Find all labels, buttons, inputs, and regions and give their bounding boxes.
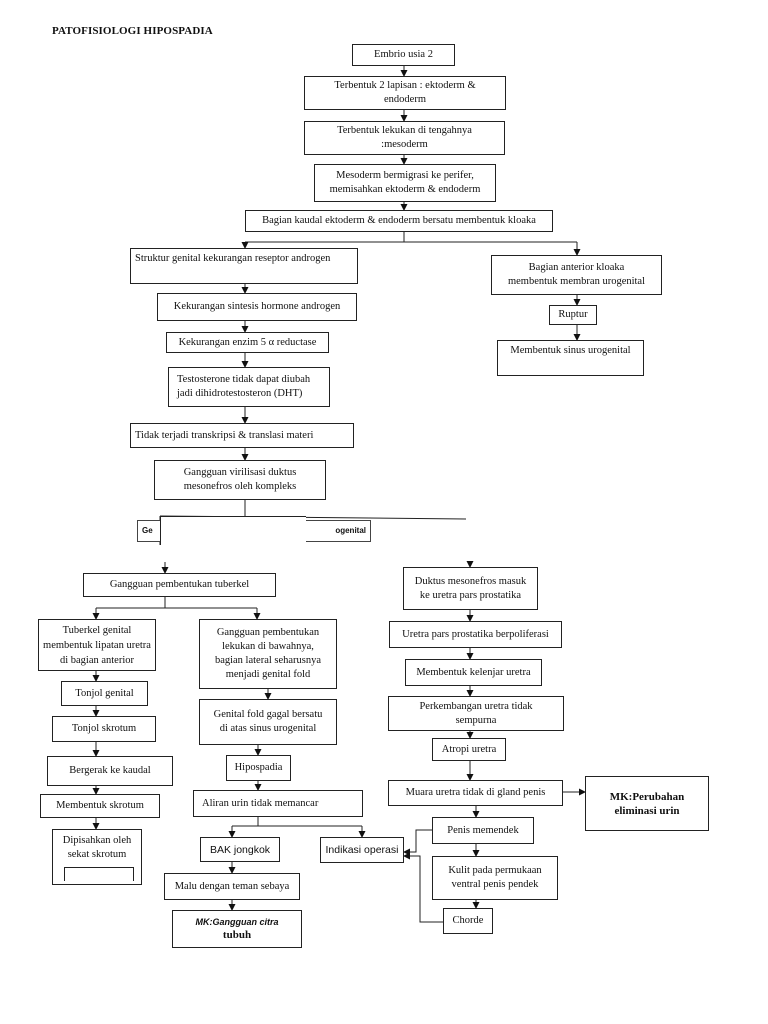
node-mesoderm: Mesoderm bermigrasi ke perifer, memisahk…	[314, 164, 496, 202]
overlay-frame	[160, 516, 306, 545]
node-kloaka: Bagian kaudal ektoderm & endoderm bersat…	[245, 210, 553, 232]
node-lapisan: Terbentuk 2 lapisan : ektoderm & endoder…	[304, 76, 506, 110]
node-transkripsi: Tidak terjadi transkripsi & translasi ma…	[130, 423, 354, 448]
arrow-memendek-operasi	[403, 829, 432, 856]
cut-off-left-text: Ge	[142, 526, 153, 535]
node-anterior: Bagian anterior kloaka membentuk membran…	[491, 255, 662, 295]
node-mk-citra: MK:Gangguan citra tubuh	[172, 910, 302, 948]
node-memendek: Penis memendek	[432, 817, 534, 844]
node-mk-eliminasi: MK:Perubahan eliminasi urin	[585, 776, 709, 831]
node-aliran: Aliran urin tidak memancar	[193, 790, 363, 817]
node-perkembangan: Perkembangan uretra tidak sempurna	[388, 696, 564, 731]
node-kulit: Kulit pada permukaan ventral penis pende…	[432, 856, 558, 900]
node-operasi: Indikasi operasi	[320, 837, 404, 863]
node-duktus: Duktus mesonefros masuk ke uretra pars p…	[403, 567, 538, 610]
node-tuberkel: Gangguan pembentukan tuberkel	[83, 573, 276, 597]
node-muara: Muara uretra tidak di gland penis	[388, 780, 563, 806]
node-tonjol-genital: Tonjol genital	[61, 681, 148, 706]
node-dipisahkan: Dipisahkan oleh sekat skrotum	[52, 829, 142, 885]
node-sintesis: Kekurangan sintesis hormone androgen	[157, 293, 357, 321]
node-hipospadia: Hipospadia	[226, 755, 291, 781]
node-testo: Testosterone tidak dapat diubah jadi dih…	[168, 367, 330, 407]
node-kelenjar: Membentuk kelenjar uretra	[405, 659, 542, 686]
arrow-chorde-operasi	[403, 852, 443, 923]
node-tonjol-skrotum: Tonjol skrotum	[52, 716, 156, 742]
node-struktur: Struktur genital kekurangan reseptor and…	[130, 248, 358, 284]
node-virilisasi: Gangguan virilisasi duktus mesonefros ol…	[154, 460, 326, 500]
node-ruptur: Ruptur	[549, 305, 597, 325]
node-malu: Malu dengan teman sebaya	[164, 873, 300, 900]
dipisahkan-text: Dipisahkan oleh sekat skrotum	[62, 835, 132, 860]
node-skrotum: Membentuk skrotum	[40, 794, 160, 818]
page-title: PATOFISIOLOGI HIPOSPADIA	[52, 25, 213, 37]
node-lipatan: Tuberkel genital membentuk lipatan uretr…	[38, 619, 156, 671]
node-chorde: Chorde	[443, 908, 493, 934]
node-kaudal: Bergerak ke kaudal	[47, 756, 173, 786]
inner-stub-box	[64, 867, 134, 881]
node-embrio: Embrio usia 2	[352, 44, 455, 66]
node-lekukan: Terbentuk lekukan di tengahnya :mesoderm	[304, 121, 505, 155]
node-atropi: Atropi uretra	[432, 738, 506, 761]
mk-citra-line2: tubuh	[222, 929, 252, 941]
node-prolif: Uretra pars prostatika berpoliferasi	[389, 621, 562, 648]
node-sinus: Membentuk sinus urogenital	[497, 340, 644, 376]
node-bak: BAK jongkok	[200, 837, 280, 862]
cut-off-right-text: ogenital	[335, 526, 366, 535]
node-lekukan-bawah: Gangguan pembentukan lekukan di bawahnya…	[199, 619, 337, 689]
node-enzim: Kekurangan enzim 5 α reductase	[166, 332, 329, 353]
mk-citra-line1: MK:Gangguan citra	[195, 917, 279, 927]
node-fold: Genital fold gagal bersatu di atas sinus…	[199, 699, 337, 745]
